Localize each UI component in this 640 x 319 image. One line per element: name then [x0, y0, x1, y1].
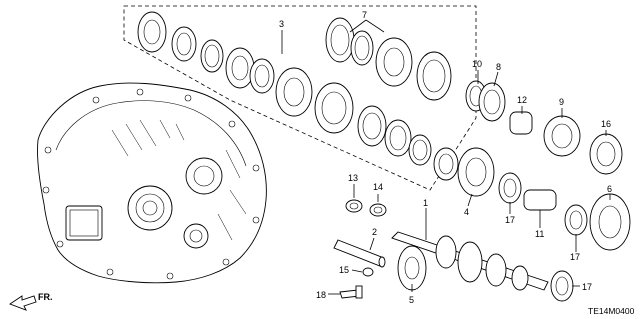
part-11-spacer [523, 189, 557, 211]
callout-17a: 17 [505, 215, 515, 225]
part-17-needle-bearing-c [550, 270, 574, 302]
part-8-synchro-ring [478, 82, 506, 122]
callout-3: 3 [279, 19, 284, 29]
callout-15: 15 [339, 265, 349, 275]
transmission-case [37, 82, 267, 284]
part-16-bearing [589, 133, 623, 175]
front-direction-indicator: FR. [9, 292, 53, 311]
leader-lines [281, 19, 611, 295]
part-6-gear [589, 193, 631, 251]
callout-18: 18 [316, 290, 326, 300]
callout-12: 12 [517, 95, 527, 105]
part-5-gear [397, 245, 427, 291]
callout-7: 7 [362, 10, 367, 20]
part-17-needle-bearing-b [564, 204, 588, 236]
callout-11: 11 [535, 229, 544, 239]
callout-16: 16 [601, 119, 611, 129]
front-label: FR. [38, 292, 53, 302]
callout-8: 8 [496, 62, 501, 72]
part-15-washer [362, 267, 374, 277]
callout-17c: 17 [582, 282, 592, 292]
right-side-parts [457, 80, 631, 302]
callout-17b: 17 [570, 252, 580, 262]
part-17-needle-bearing-a [498, 172, 522, 204]
group-3-dashed-box [123, 5, 477, 191]
diagram-code: TE14M0400 [588, 306, 635, 316]
callout-14: 14 [373, 182, 383, 192]
callout-5: 5 [409, 295, 414, 305]
callout-1: 1 [423, 198, 428, 208]
part-1-mainshaft [391, 231, 549, 291]
part-7-synchro-set [325, 17, 452, 101]
part-4-gear [457, 147, 495, 197]
front-arrow-icon [9, 295, 37, 311]
callout-6: 6 [607, 184, 612, 194]
small-parts [333, 199, 427, 299]
part-14-washer [369, 203, 387, 217]
callouts: 3 7 10 8 12 9 16 4 17 11 6 17 17 1 13 14… [279, 10, 612, 305]
part-13-washer [345, 199, 363, 213]
callout-9: 9 [559, 97, 564, 107]
callout-13: 13 [348, 173, 358, 183]
callout-10: 10 [472, 59, 482, 69]
part-12-collar [509, 111, 533, 135]
part-9-hub [543, 115, 581, 157]
callout-2: 2 [372, 227, 377, 237]
part-2-pin [333, 239, 385, 267]
part-3-gear-set [137, 11, 459, 181]
callout-4: 4 [464, 207, 469, 217]
